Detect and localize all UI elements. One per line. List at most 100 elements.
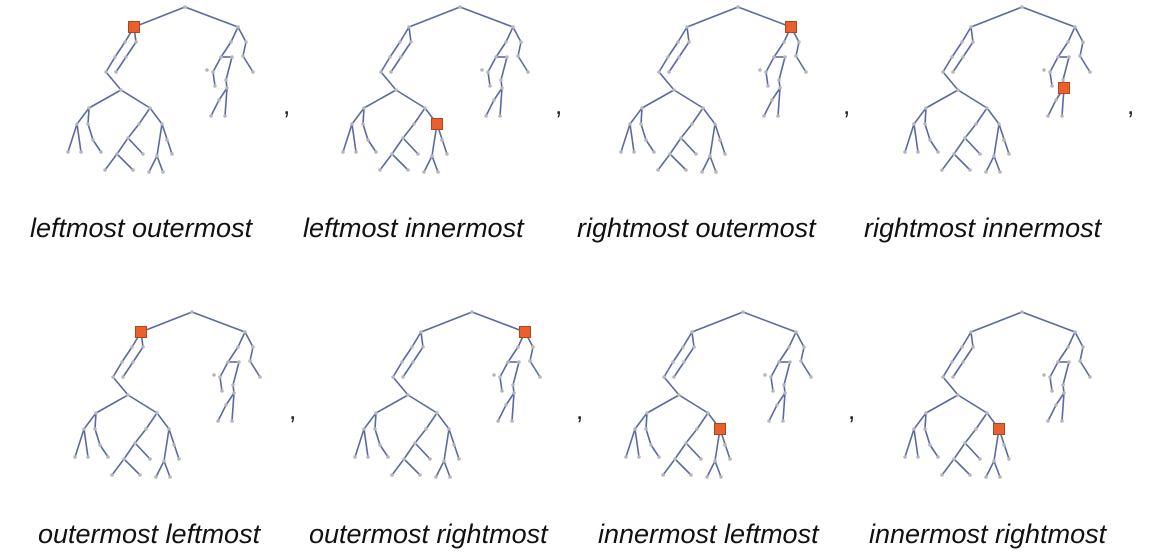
tree-node: [167, 427, 171, 431]
tree-node: [992, 459, 996, 463]
tree-node: [390, 473, 394, 477]
tree-node: [435, 411, 439, 415]
tree-edge: [191, 311, 246, 333]
tree-node: [971, 345, 975, 349]
tree-node: [512, 391, 516, 395]
tree-node: [1078, 54, 1082, 58]
tree-edge: [403, 442, 416, 460]
tree-edge: [674, 442, 687, 460]
tree-edge: [691, 331, 695, 348]
tree-node: [138, 473, 142, 477]
tree-node: [679, 136, 683, 140]
caption-1: leftmost outermost: [30, 213, 253, 243]
tree-node: [1048, 70, 1052, 74]
tree-node: [700, 170, 704, 174]
tree-node: [1007, 457, 1011, 461]
tree-edge: [1021, 311, 1076, 333]
highlighted-node-marker: [135, 326, 147, 338]
tree-edge: [682, 331, 693, 348]
tree-edge: [362, 107, 365, 125]
tree-edge: [83, 428, 89, 458]
tree-node: [1020, 5, 1024, 9]
tree-node: [251, 345, 255, 349]
tree-edge: [225, 56, 233, 81]
tree-node: [916, 455, 920, 459]
tree-edge: [645, 139, 655, 153]
tree-edge: [795, 331, 805, 348]
tree-edge: [487, 71, 491, 87]
tree-edge: [765, 56, 775, 73]
tree-node: [504, 403, 508, 407]
tree-edge: [1055, 392, 1065, 406]
tree-node: [161, 170, 165, 174]
tree-edge: [156, 412, 170, 430]
tree-edge: [993, 155, 1001, 173]
tree-edge: [88, 89, 122, 109]
tree-node: [682, 360, 686, 364]
tree-edge: [1049, 361, 1059, 378]
tree-node: [219, 55, 223, 59]
tree-node: [783, 55, 787, 59]
tree-edge: [634, 428, 640, 458]
tree-edge: [402, 123, 415, 139]
tree-node: [694, 152, 698, 156]
tree-edge: [380, 56, 391, 73]
tree-edge: [970, 311, 1023, 333]
tree-node: [668, 152, 672, 156]
tree-edge: [125, 41, 137, 58]
tree-diagram-7: [624, 310, 813, 479]
tree-edge: [237, 331, 246, 348]
tree-node: [236, 345, 240, 349]
tree-node: [974, 122, 978, 126]
tree-node: [406, 168, 410, 172]
tree-node: [997, 122, 1001, 126]
tree-edge: [770, 376, 774, 392]
tree-node: [992, 154, 996, 158]
separator-comma-4: ,: [1127, 90, 1135, 120]
tree-node: [148, 457, 152, 461]
tree-node: [736, 5, 740, 9]
tree-node: [213, 84, 217, 88]
tree-edge: [485, 99, 495, 117]
tree-nodes: [73, 310, 262, 479]
tree-edge: [156, 123, 163, 157]
tree-node: [244, 40, 248, 44]
tree-node: [624, 455, 628, 459]
tree-edge: [420, 311, 473, 333]
tree-edge: [367, 139, 377, 153]
tree-edge: [512, 361, 520, 386]
tree-node: [401, 375, 405, 379]
tree-node: [410, 345, 414, 349]
tree-node: [413, 441, 417, 445]
tree-node: [974, 427, 978, 431]
tree-node: [971, 40, 975, 44]
tree-node: [687, 40, 691, 44]
tree-edge: [76, 123, 82, 153]
tree-node: [968, 168, 972, 172]
tree-node: [677, 55, 681, 59]
tree-node: [516, 345, 520, 349]
tree-node: [373, 427, 377, 431]
tree-edge: [401, 346, 413, 363]
tree-edge: [763, 99, 773, 117]
tree-node: [1056, 360, 1060, 364]
tree-node: [644, 427, 648, 431]
tree-node: [797, 40, 801, 44]
tree-node: [963, 136, 967, 140]
tree-node: [978, 152, 982, 156]
tree-node: [120, 360, 124, 364]
tree-edge: [67, 123, 78, 153]
tree-node: [690, 122, 694, 126]
tree-node: [457, 457, 461, 461]
tree-node: [66, 150, 70, 154]
tree-edge: [351, 123, 357, 153]
tree-node: [470, 310, 474, 314]
tree-edge: [953, 153, 971, 171]
tree-node: [1067, 360, 1071, 364]
tree-node: [1088, 375, 1092, 379]
tree-edge: [957, 394, 988, 414]
tree-node: [390, 152, 394, 156]
tree-edge: [702, 107, 716, 125]
tree-edge: [351, 107, 365, 125]
tree-node: [912, 122, 916, 126]
